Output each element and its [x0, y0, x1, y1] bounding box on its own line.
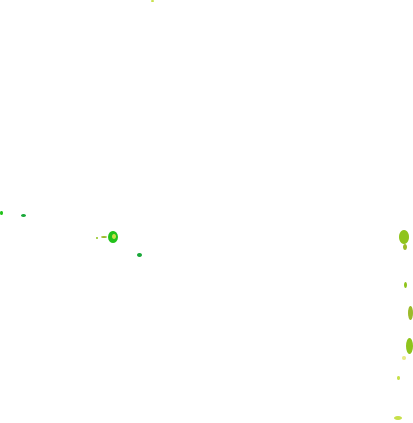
patch-right-h	[394, 416, 402, 420]
patch-right-e	[406, 338, 413, 354]
patch-center-c	[137, 253, 142, 257]
patch-left-edge	[0, 211, 3, 215]
patch-right-d	[408, 306, 413, 320]
patch-right-g	[397, 376, 400, 380]
patch-right-c	[404, 282, 407, 288]
patch-right-f	[402, 356, 406, 360]
patch-center-a	[96, 237, 98, 239]
patch-right-b	[403, 244, 407, 250]
patch-top	[151, 0, 154, 2]
patch-left-small	[21, 214, 26, 217]
patch-right-a	[399, 230, 409, 244]
patch-center-core	[112, 234, 116, 239]
patch-center-b	[101, 236, 107, 238]
